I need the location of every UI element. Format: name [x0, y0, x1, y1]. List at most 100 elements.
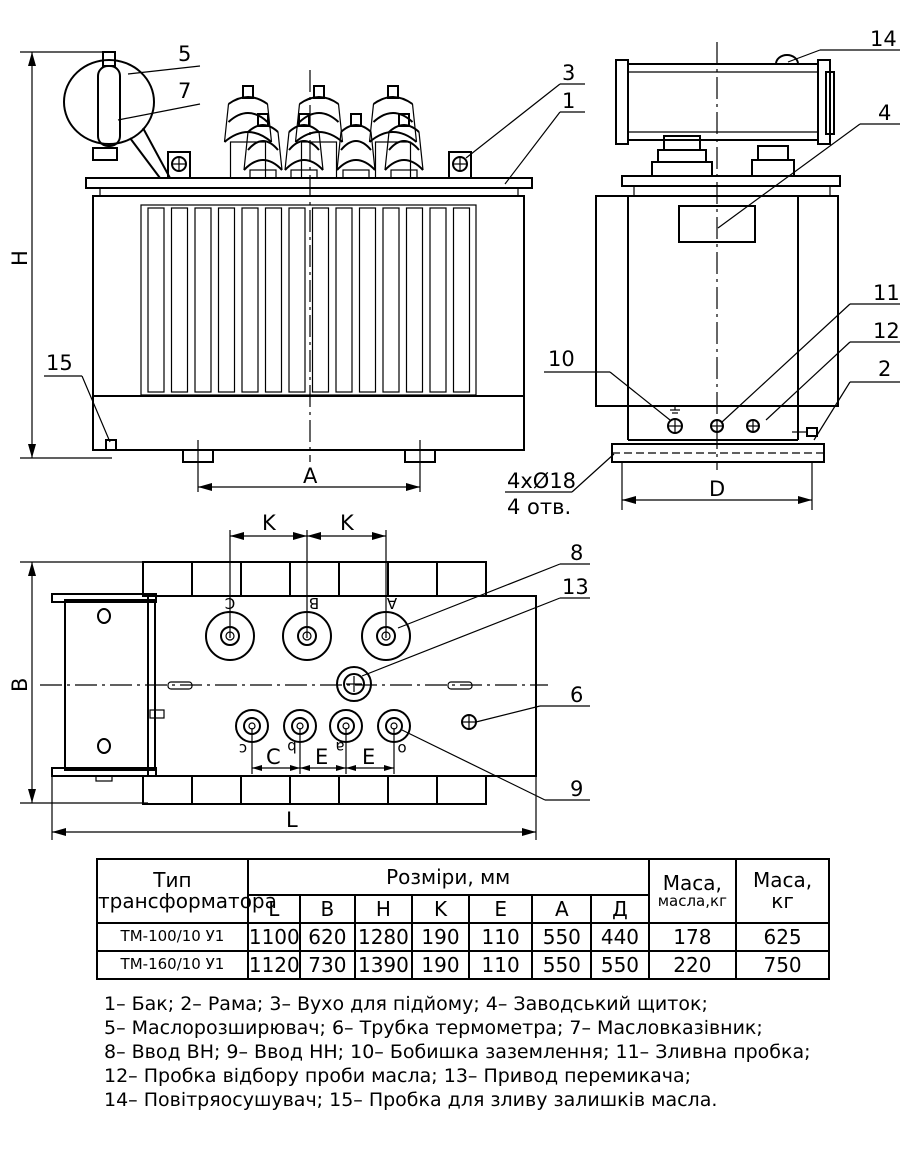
callout-9: 9: [570, 777, 583, 801]
row1-mass: 625: [735, 922, 830, 952]
radiator-fin: [194, 207, 212, 393]
bushing: [284, 113, 324, 179]
top-view: K K C E E B L 8 13 6 9 C B A: [8, 511, 590, 840]
radiator-fin: [147, 207, 165, 393]
row2-k: 190: [410, 950, 471, 980]
col-h: H: [353, 894, 413, 924]
header-type-line1: Тип: [153, 868, 192, 892]
radiator-fin: [288, 207, 306, 393]
row1-e: 110: [468, 922, 534, 952]
col-e: E: [468, 894, 534, 924]
radiator-fin: [264, 207, 283, 393]
lv-terminal-1: c: [239, 740, 247, 758]
radiator-top: [142, 561, 193, 597]
header-mass: Маса, кг: [735, 858, 830, 924]
table-row: ТМ-100/10 У1 1100 620 1280 190 110 550 4…: [96, 922, 830, 952]
row1-type: ТМ-100/10 У1: [96, 922, 249, 952]
row2-d: 550: [590, 950, 650, 980]
row1-d: 440: [590, 922, 650, 952]
dim-d-label: D: [709, 477, 725, 501]
legend-line: 1– Бак; 2– Рама; 3– Вухо для підйому; 4–…: [104, 993, 708, 1015]
row2-oil: 220: [647, 950, 738, 980]
holes-note-label: 4 отв.: [507, 495, 571, 519]
radiator-bottom: [191, 775, 242, 805]
transformer-drawing: A H 5 7 3 1 15: [8, 27, 900, 840]
header-oil-mass-line2: масла,кг: [657, 891, 727, 910]
row2-e: 110: [468, 950, 534, 980]
row2-a: 550: [531, 950, 593, 980]
radiator-fin: [429, 207, 447, 393]
callout-8: 8: [570, 541, 583, 565]
callout-3: 3: [562, 61, 575, 85]
col-k: K: [410, 894, 471, 924]
radiator-bottom: [289, 775, 340, 805]
legend: 1– Бак; 2– Рама; 3– Вухо для підйому; 4–…: [104, 992, 904, 1112]
legend-line: 14– Повітряосушувач; 15– Пробка для злив…: [104, 1089, 718, 1111]
radiator-top: [338, 561, 389, 597]
radiator-bottom: [436, 775, 487, 805]
radiator-bottom: [142, 775, 193, 805]
callout-7: 7: [178, 79, 191, 103]
row1-a: 550: [531, 922, 593, 952]
row2-mass: 750: [735, 950, 830, 980]
callout-5: 5: [178, 42, 191, 66]
callout-1: 1: [562, 89, 575, 113]
radiator-fin: [170, 207, 189, 393]
front-view: A H 5 7 3 1 15: [8, 42, 585, 492]
header-dims: Розміри, мм: [246, 858, 650, 896]
row2-b: 730: [298, 950, 356, 980]
col-l: L: [246, 894, 301, 924]
radiator-top: [387, 561, 438, 597]
radiator-fin: [335, 207, 353, 393]
row2-h: 1390: [353, 950, 413, 980]
callout-14: 14: [870, 27, 897, 51]
hv-terminal-2: B: [309, 594, 319, 612]
dim-e1-label: E: [315, 745, 328, 769]
row1-b: 620: [298, 922, 356, 952]
header-type-line2: трансформатора: [98, 889, 277, 913]
radiator-bottom: [387, 775, 438, 805]
lv-terminal-4: o: [397, 740, 406, 758]
col-d: Д: [590, 894, 650, 924]
spec-table: Тип трансформатора Розміри, мм Маса, мас…: [96, 858, 830, 980]
radiator-fin: [382, 207, 400, 393]
radiator-top: [240, 561, 291, 597]
callout-6: 6: [570, 683, 583, 707]
dim-l-label: L: [286, 808, 298, 832]
radiator-top: [436, 561, 487, 597]
radiator-bottom: [240, 775, 291, 805]
dim-k1-label: K: [262, 511, 277, 535]
callout-13: 13: [562, 575, 589, 599]
radiator-fin: [311, 207, 330, 393]
dim-b-label: B: [8, 678, 32, 692]
hv-terminal-3: A: [386, 594, 397, 612]
header-mass-line2: кг: [771, 889, 794, 913]
dim-e2-label: E: [362, 745, 375, 769]
dim-h-label: H: [8, 250, 32, 266]
table-row: ТМ-160/10 У1 1120 730 1390 190 110 550 5…: [96, 950, 830, 980]
side-view: D 14 4 10 11 12 2 4xØ18 4 отв.: [505, 27, 900, 519]
row1-l: 1100: [246, 922, 301, 952]
callout-10: 10: [548, 347, 575, 371]
col-a: A: [531, 894, 593, 924]
col-b: B: [298, 894, 356, 924]
bushing: [223, 85, 273, 179]
radiator-fin: [452, 207, 471, 393]
lv-terminal-2: b: [287, 738, 297, 756]
callout-15: 15: [46, 351, 73, 375]
radiator-fin: [358, 207, 377, 393]
hv-terminal-1: C: [225, 594, 235, 612]
row1-oil: 178: [647, 922, 738, 952]
legend-line: 8– Ввод ВН; 9– Ввод НН; 10– Бобишка зазе…: [104, 1041, 811, 1063]
holes-count-label: 4xØ18: [507, 469, 576, 493]
callout-4: 4: [878, 101, 891, 125]
bushing: [243, 113, 283, 179]
header-oil-mass: Маса, масла,кг: [647, 858, 738, 924]
row1-k: 190: [410, 922, 471, 952]
header-mass-line1: Маса,: [753, 868, 813, 892]
radiator-fin: [405, 207, 424, 393]
row2-type: ТМ-160/10 У1: [96, 950, 249, 980]
radiator-bottom: [338, 775, 389, 805]
lv-terminal-3: a: [335, 738, 344, 756]
dim-k2-label: K: [340, 511, 355, 535]
